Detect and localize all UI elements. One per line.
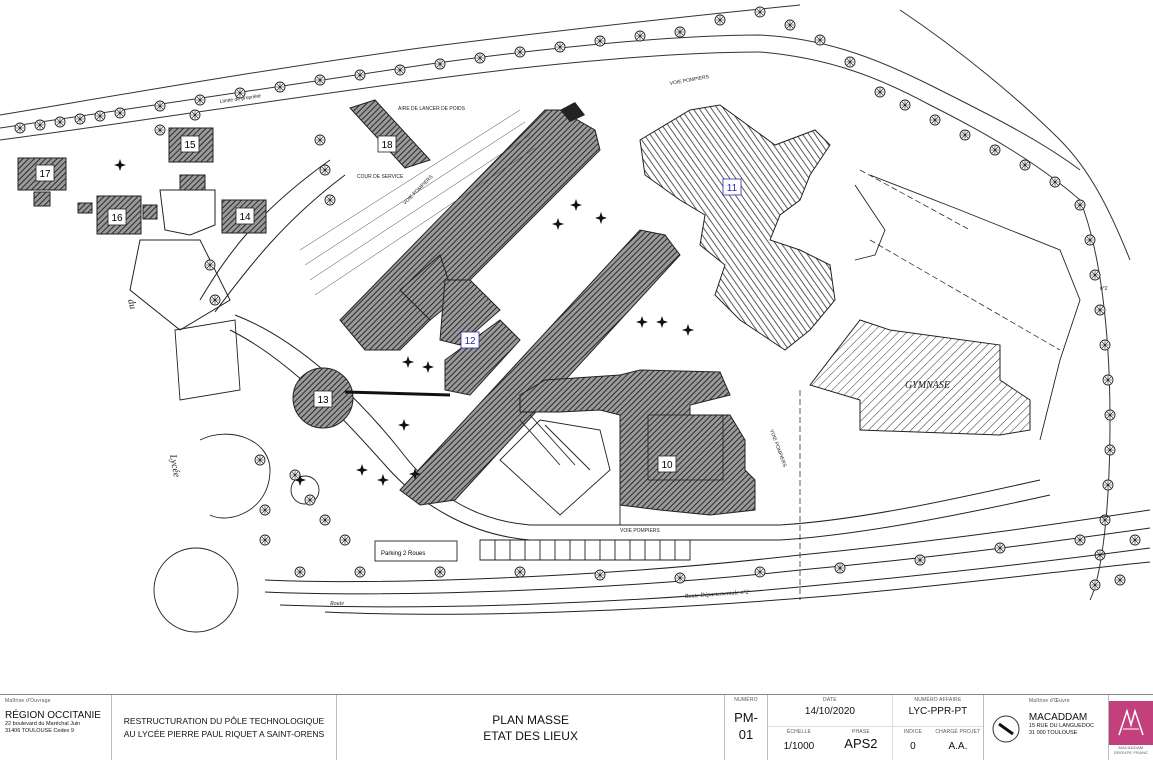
building-17-label: 17: [35, 164, 55, 182]
svg-text:13: 13: [317, 395, 329, 406]
numero-line-1: PM-: [734, 710, 758, 725]
project-cell: RESTRUCTURATION DU PÔLE TECHNOLOGIQUE AU…: [112, 695, 338, 760]
affaire-label: NUMÉRO AFFAIRE: [914, 697, 962, 703]
charge-cell: CHARGÉ PROJET A.A.: [933, 727, 983, 760]
charge-label: CHARGÉ PROJET: [935, 729, 981, 735]
project-line-2: AU LYCÉE PIERRE PAUL RIQUET A SAINT-OREN…: [123, 728, 325, 739]
svg-text:11: 11: [727, 183, 738, 194]
owner-address-2: 31406 TOULOUSE Cedex 9: [5, 728, 74, 734]
numero-line-2: 01: [738, 727, 754, 742]
building-11-label: 11: [722, 178, 742, 196]
building-14-label: 14: [235, 207, 255, 225]
info-grid: DATE 14/10/2020 NUMÉRO AFFAIRE LYC-PPR-P…: [767, 695, 984, 760]
building-18-label: 18: [377, 135, 397, 153]
site-plan: 10 11 12 13 14 15 16 17: [0, 4, 1151, 633]
drawing-title-line-1: PLAN MASSE: [492, 712, 569, 727]
architect-address-2: 31 000 TOULOUSE: [1028, 730, 1078, 736]
architect-heading: Maîtrise d'Œuvre: [1028, 698, 1070, 704]
indice-label: INDICE: [903, 729, 922, 735]
building-11-shape: [639, 104, 836, 351]
drawing-title-line-2: ETAT DES LIEUX: [483, 728, 578, 743]
gymnase-shape: [809, 319, 1031, 436]
phase-cell: PHASE APS2: [830, 727, 892, 760]
label-cour-service: COUR DE SERVICE: [357, 174, 404, 180]
logo-cell: MACADDAM GROUPE FRANC: [1109, 695, 1153, 760]
owner-cell: Maîtrise d'Ouvrage RÉGION OCCITANIE 22 b…: [0, 695, 112, 760]
label-du: du: [125, 298, 138, 311]
svg-text:10: 10: [661, 460, 673, 471]
building-16-label: 16: [107, 208, 127, 226]
svg-text:17: 17: [39, 169, 51, 180]
affaire-cell: NUMÉRO AFFAIRE LYC-PPR-PT: [891, 695, 983, 727]
date-label: DATE: [823, 697, 837, 703]
building-10-shape: [519, 369, 756, 516]
label-voie-pompiers-west: VOIE POMPIERS: [402, 174, 435, 207]
svg-text:16: 16: [111, 213, 123, 224]
echelle-cell: ÉCHELLE 1/1000: [768, 727, 830, 760]
title-block: Maîtrise d'Ouvrage RÉGION OCCITANIE 22 b…: [0, 694, 1153, 760]
phase-value: APS2: [844, 736, 878, 751]
label-gymnase: GYMNASE: [905, 380, 950, 391]
date-cell: DATE 14/10/2020: [767, 695, 892, 727]
logo-caption: MACADDAM GROUPE FRANC: [1113, 744, 1149, 755]
building-labels: 10 11 12 13 14 15 16 17: [35, 135, 742, 473]
property-lines: [799, 169, 1061, 600]
charge-value: A.A.: [948, 741, 968, 752]
svg-text:15: 15: [184, 140, 196, 151]
pavilion-group-west: [17, 127, 267, 331]
owner-heading: Maîtrise d'Ouvrage: [5, 698, 51, 704]
numero-label: NUMÉRO: [734, 697, 758, 703]
date-value: 14/10/2020: [804, 706, 855, 717]
label-n2: n°2: [1100, 286, 1108, 292]
label-parking-2-roues: Parking 2 Roues: [381, 551, 425, 557]
building-13-label: 13: [313, 390, 333, 408]
indice-value: 0: [910, 741, 916, 752]
label-aire-lancer: AIRE DE LANCER DE POIDS: [398, 106, 466, 112]
indice-cell: INDICE 0: [893, 727, 933, 760]
label-lycee: Lycée: [167, 453, 182, 479]
site-outlines: [153, 174, 1081, 633]
affaire-value: LYC-PPR-PT: [908, 706, 968, 717]
indice-charge-cell: INDICE 0 CHARGÉ PROJET A.A.: [891, 727, 983, 760]
svg-text:18: 18: [381, 140, 393, 151]
building-12-label: 12: [460, 331, 480, 349]
phase-label: PHASE: [851, 729, 870, 735]
drawing-title-cell: PLAN MASSE ETAT DES LIEUX: [337, 695, 726, 760]
architect-address-1: 15 RUE DU LANGUEDOC: [1028, 723, 1095, 729]
owner-name: RÉGION OCCITANIE: [5, 710, 101, 721]
building-15-label: 15: [180, 135, 200, 153]
architect-cell: Maîtrise d'Œuvre MACADDAM 15 RUE DU LANG…: [984, 695, 1109, 760]
drawing-number-cell: NUMÉRO PM- 01: [725, 695, 768, 760]
north-arrow-icon: [989, 712, 1023, 746]
building-10-label: 10: [657, 455, 677, 473]
svg-text:14: 14: [239, 212, 251, 223]
echelle-value: 1/1000: [783, 741, 815, 752]
label-voie-pompiers-east: VOIE POMPIERS: [768, 429, 787, 469]
macaddam-logo-icon: [1109, 700, 1153, 745]
architect-name: MACADDAM: [1028, 712, 1088, 723]
building-12-shape: [299, 102, 681, 506]
label-route-departementale: Route Départementale n°2: [684, 589, 749, 601]
project-line-1: RESTRUCTURATION DU PÔLE TECHNOLOGIQUE: [123, 715, 325, 726]
echelle-label: ÉCHELLE: [786, 729, 812, 735]
label-limite-propriete: Limite de propriété: [219, 93, 261, 105]
label-voie-pompiers-north: VOIE POMPIERS: [669, 74, 710, 87]
label-voie-pompiers-south: VOIE POMPIERS: [620, 528, 660, 534]
label-route: Route: [329, 601, 344, 607]
svg-text:12: 12: [464, 336, 476, 347]
owner-address-1: 22 boulevard du Maréchal Juin: [5, 721, 81, 727]
